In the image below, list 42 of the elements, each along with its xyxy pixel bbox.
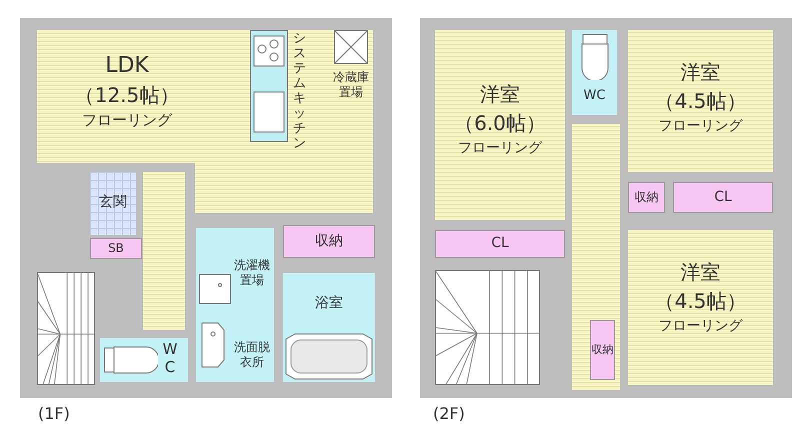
room-label: SB xyxy=(107,241,125,256)
storage-closet xyxy=(435,230,565,258)
room-label: WC xyxy=(162,340,177,376)
toilet-room xyxy=(100,338,188,382)
storage-closet xyxy=(628,182,665,213)
bathroom-area xyxy=(283,273,375,382)
room-label: 洗濯機置場 xyxy=(233,258,271,288)
room-label: 収納 xyxy=(634,190,660,205)
room-label: 冷蔵庫置場 xyxy=(332,70,370,100)
storage-closet xyxy=(590,320,615,380)
floor-label: (1F) xyxy=(38,404,70,423)
room-label: フローリング xyxy=(658,118,744,136)
room-label: 洋室 xyxy=(680,260,722,285)
storage-closet xyxy=(90,238,142,259)
room-label: 収納 xyxy=(591,343,614,357)
room-label: CL xyxy=(713,188,733,206)
bedroom-area xyxy=(628,230,773,385)
storage-closet xyxy=(673,182,773,213)
room-label: フローリング xyxy=(658,318,744,336)
storage-closet xyxy=(283,225,375,258)
room-label: （12.5帖） xyxy=(74,82,180,108)
room-label: LDK xyxy=(104,52,150,80)
bedroom-area xyxy=(435,30,565,220)
room-label: 浴室 xyxy=(314,295,344,312)
room-label: CL xyxy=(490,235,510,253)
room-label: 収納 xyxy=(314,232,344,250)
room-label: （4.5帖） xyxy=(654,89,748,114)
room-label: 洗面脱衣所 xyxy=(233,340,271,370)
room-label: フローリング xyxy=(457,140,544,158)
room-label: システムキッチン xyxy=(292,32,307,152)
room-label: フローリング xyxy=(81,110,174,130)
room-label: （4.5帖） xyxy=(654,289,748,314)
washroom-area xyxy=(196,228,274,382)
toilet-room xyxy=(572,30,617,115)
floor-label: (2F) xyxy=(433,404,465,423)
room-label: （6.0帖） xyxy=(453,111,547,136)
room-label: 玄関 xyxy=(98,194,128,212)
room-label: 洋室 xyxy=(479,82,521,107)
room-label: WC xyxy=(582,88,606,104)
bedroom-area xyxy=(628,30,773,172)
room-label: 洋室 xyxy=(680,60,722,85)
entrance-area xyxy=(90,172,136,235)
